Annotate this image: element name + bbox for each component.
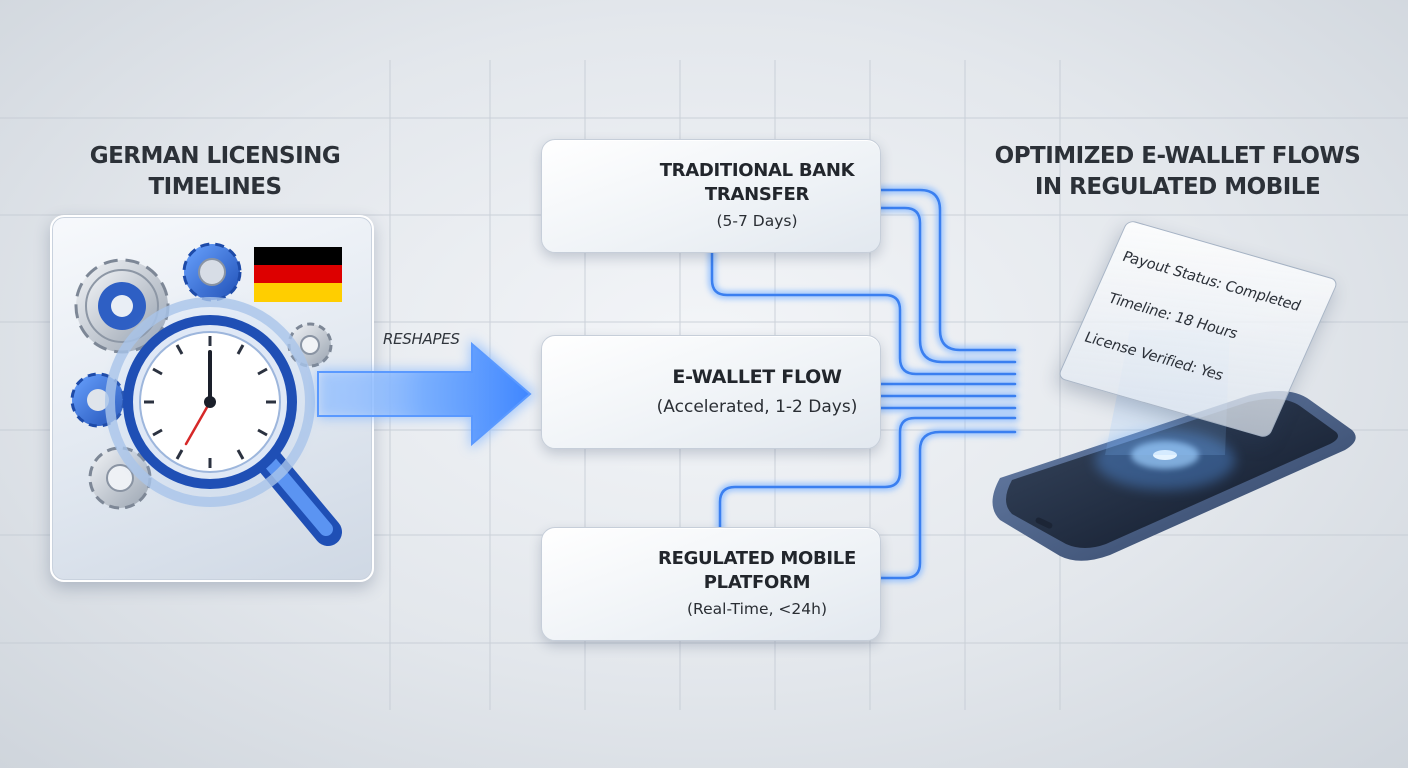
card-title-line2: Transfer [704, 184, 810, 205]
magnifier-clock-icon [98, 290, 342, 546]
arrow-label: Reshapes [383, 330, 460, 348]
card-title-line1: E-Wallet Flow [672, 366, 842, 388]
card-traditional-bank: Traditional Bank Transfer (5-7 Days) [541, 139, 881, 253]
card-title: E-Wallet Flow [672, 365, 842, 389]
right-heading: Optimized E-Wallet Flows in Regulated Mo… [990, 141, 1365, 203]
timeline-text: Timeline: 18 Hours [1105, 290, 1240, 343]
card-subtitle: (Real-Time, <24h) [687, 600, 827, 618]
card-subtitle: (5-7 Days) [716, 212, 798, 230]
card-title-line2: Platform [703, 572, 811, 593]
card-title: Regulated Mobile Platform [658, 547, 856, 595]
card-title: Traditional Bank Transfer [660, 159, 855, 207]
card-title-line1: Regulated Mobile [658, 548, 856, 569]
card-regulated-mobile: Regulated Mobile Platform (Real-Time, <2… [541, 527, 881, 641]
gear-icon [74, 258, 170, 354]
left-heading: German Licensing Timelines [60, 141, 370, 203]
right-heading-line2: in Regulated Mobile [1034, 174, 1321, 200]
gear-icon [182, 242, 242, 302]
reshapes-arrow [317, 338, 536, 450]
right-heading-line1: Optimized E-Wallet Flows [994, 143, 1361, 169]
card-text: Traditional Bank Transfer (5-7 Days) [642, 140, 872, 252]
card-text: E-Wallet Flow (Accelerated, 1-2 Days) [642, 336, 872, 448]
card-ewallet-flow: E-Wallet Flow (Accelerated, 1-2 Days) [541, 335, 881, 449]
left-heading-line1: German Licensing [89, 143, 341, 169]
card-text: Regulated Mobile Platform (Real-Time, <2… [642, 528, 872, 640]
flow-connectors [708, 186, 1019, 582]
left-heading-line2: Timelines [148, 174, 282, 200]
german-flag-icon [254, 247, 342, 302]
card-subtitle: (Accelerated, 1-2 Days) [656, 397, 858, 417]
license-verified-text: License Verified: Yes [1081, 329, 1226, 384]
card-title-line1: Traditional Bank [659, 160, 855, 181]
